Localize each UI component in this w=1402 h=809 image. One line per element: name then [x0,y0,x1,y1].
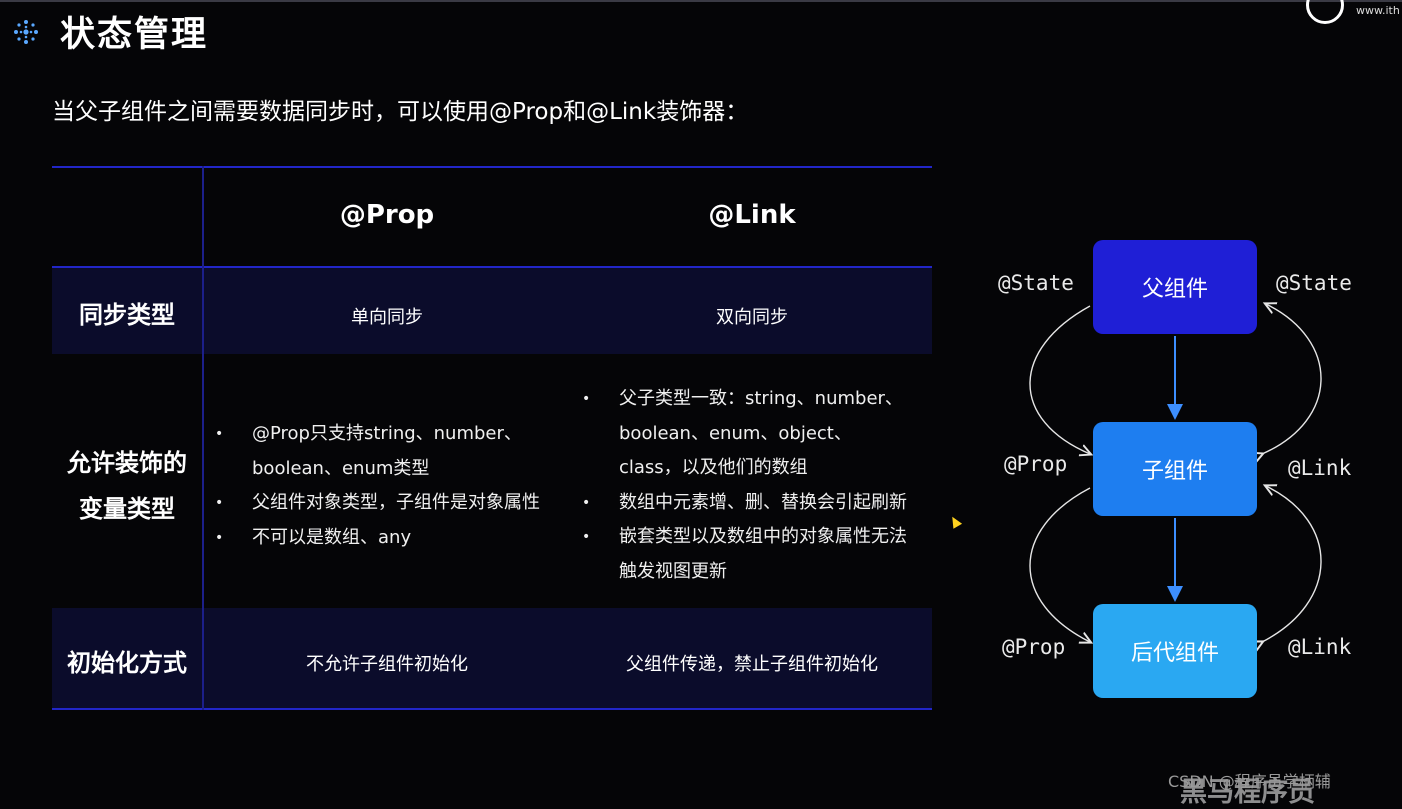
cell-prop-init: 不允许子组件初始化 [306,654,468,675]
row-header-types-line2: 变量类型 [79,495,175,523]
component-diagram: 父组件 子组件 后代组件 @State @State @Prop @Link @… [990,230,1370,710]
cell-link-init: 父组件传递，禁止子组件初始化 [626,654,878,675]
list-item: •父子类型一致：string、number、 [582,388,903,409]
label-prop-bottom: @Prop [1002,635,1066,659]
label-link-bottom: @Link [1288,635,1352,659]
row-header-sync-type: 同步类型 [79,301,175,329]
diagram-arrows [1029,230,1322,710]
mouse-cursor-icon [947,514,963,529]
brand-url: www.ith [1356,4,1400,17]
curve-link-right-top [1262,304,1322,454]
list-item-cont: boolean、enum、object、 [619,422,852,444]
label-state-right: @State [1276,271,1352,295]
node-parent-component: 父组件 [1093,240,1257,334]
csdn-watermark: CSDN @程序员学柄辅 [1168,772,1331,791]
cell-prop-sync: 单向同步 [351,307,423,328]
table-header-line [52,266,932,268]
row-band-init [52,608,932,708]
column-header-prop: @Prop [339,200,435,230]
list-item: •@Prop只支持string、number、 [215,423,522,444]
comparison-table: @Prop @Link 同步类型 单向同步 双向同步 允许装饰的 变量类型 •@… [52,166,932,710]
link-type-list: •父子类型一致：string、number、 boolean、enum、obje… [582,382,907,589]
list-item: •父组件对象类型，子组件是对象属性 [215,492,540,513]
list-item: •数组中元素增、删、替换会引起刷新 [582,491,907,513]
node-descendant-component: 后代组件 [1093,604,1257,698]
curve-link-right-bottom [1262,486,1322,642]
cell-link-sync: 双向同步 [716,307,788,328]
row-header-init: 初始化方式 [67,649,187,677]
top-border [0,0,1402,2]
column-header-link: @Link [708,200,796,230]
label-link-mid: @Link [1288,456,1352,480]
list-item: •嵌套类型以及数组中的对象属性无法 [582,526,907,547]
node-child-component: 子组件 [1093,422,1257,516]
list-item-cont: boolean、enum类型 [252,457,430,479]
list-item: •不可以是数组、any [215,526,412,548]
label-state-left: @State [998,271,1074,295]
list-item-cont: class，以及他们的数组 [619,457,808,478]
page-title: 状态管理 [60,15,209,55]
label-prop-mid: @Prop [1004,452,1068,476]
prop-type-list: •@Prop只支持string、number、 boolean、enum类型 •… [215,417,540,555]
row-band-sync [52,268,932,354]
table-bottom-line [52,708,932,710]
curve-prop-left-bottom [1029,487,1090,642]
table-divider [202,166,204,710]
row-header-types-line1: 允许装饰的 [67,449,187,477]
brand-logo-icon [1306,0,1344,24]
list-item-cont: 触发视图更新 [619,560,727,582]
table-top-line [52,166,932,168]
subtitle: 当父子组件之间需要数据同步时，可以使用@Prop和@Link装饰器： [52,99,749,125]
curve-prop-left-top [1029,305,1090,454]
snowflake-logo-icon [14,20,38,44]
